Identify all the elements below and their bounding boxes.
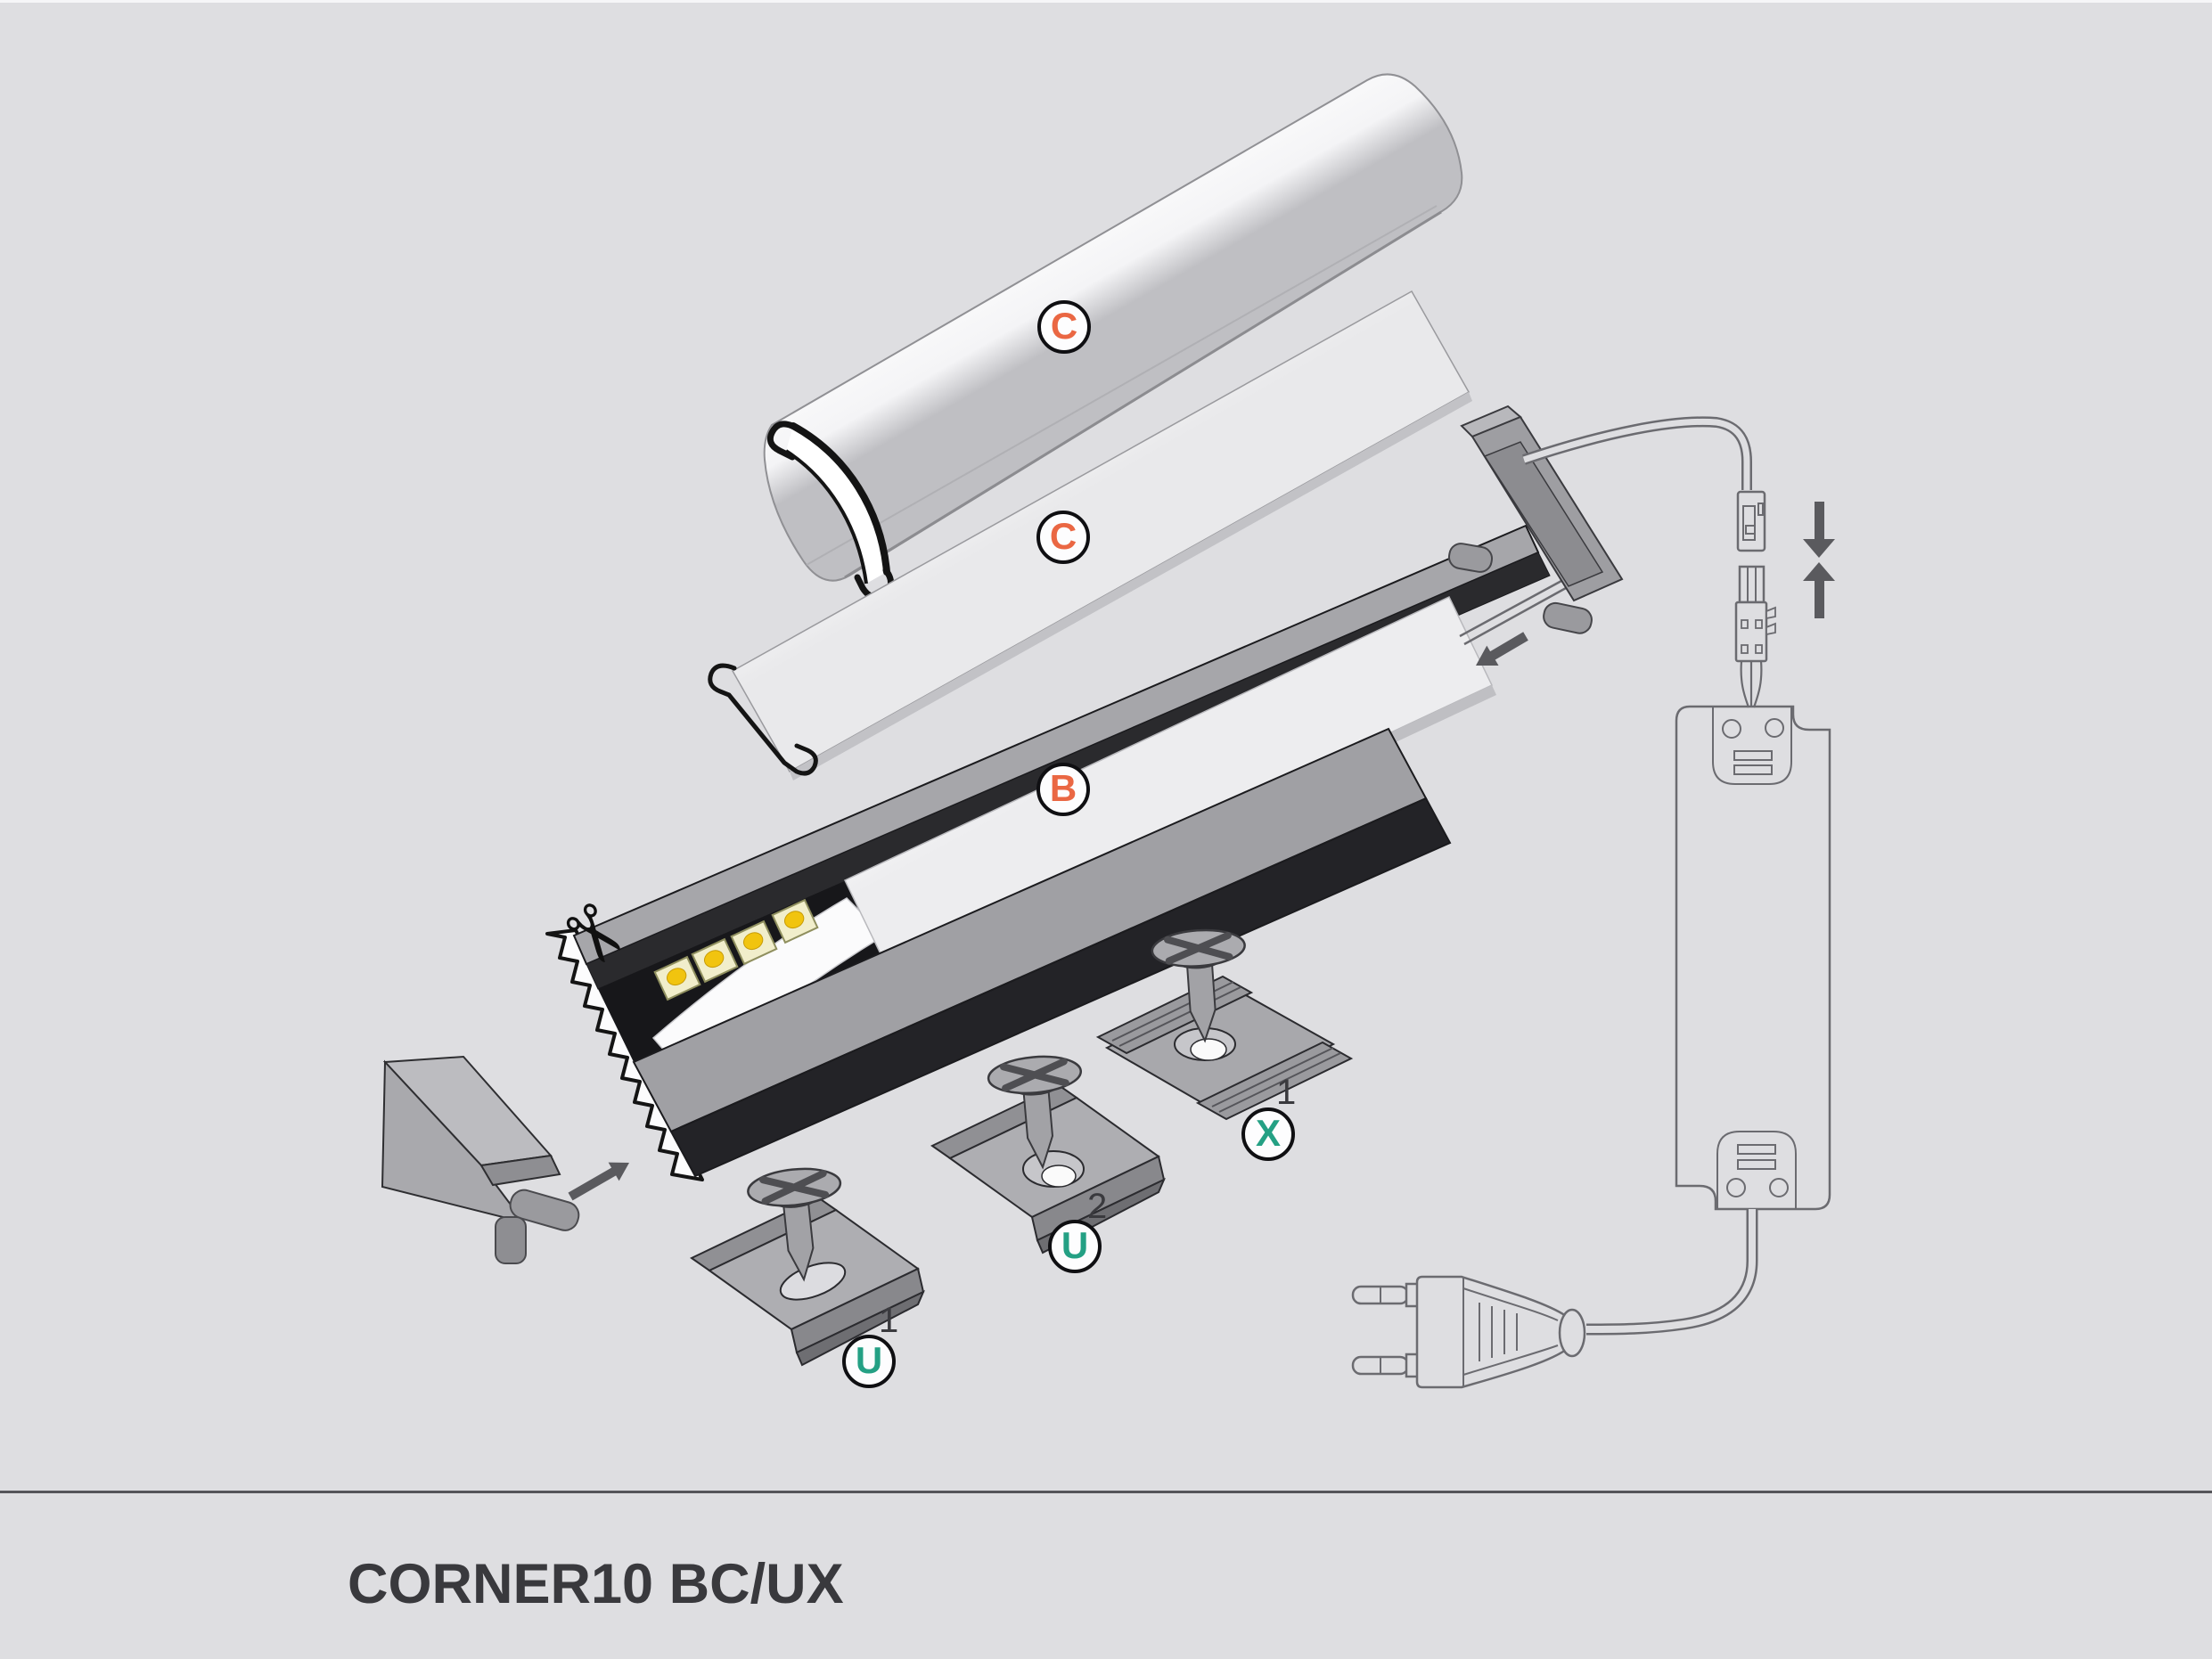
power-plug [1351,1275,1586,1389]
label-badge-clip-u2: U [1048,1220,1102,1273]
mains-cable [1585,1209,1758,1336]
driver-terminal-top [1712,707,1792,785]
badge-letter: U [1061,1224,1089,1266]
connect-arrows [1803,502,1835,618]
page-title: CORNER10 BC/UX [348,1553,844,1615]
plug-body [1415,1275,1576,1389]
mounting-clip-u2 [931,1053,1165,1254]
badge-letter: C [1050,305,1078,347]
flat-diffuser-cover [708,290,1472,780]
profile-front-face [669,797,1452,1178]
round-cover-cross-section [786,426,887,584]
badge-letter: X [1255,1112,1281,1154]
driver-terminal-bottom [1716,1131,1797,1209]
end-cap-pin [509,1189,580,1231]
plug-cable-grip [1558,1308,1586,1358]
strip-connector-male [1736,490,1766,552]
cap-pin [1543,601,1593,634]
led-chips [653,898,819,1001]
top-edge-highlight [0,0,2212,3]
label-badge-cover-round: C [1037,300,1091,354]
badge-letter: U [855,1339,883,1381]
label-badge-clip-x1: X [1241,1107,1295,1161]
label-badge-cover-flat: C [1036,511,1090,564]
label-badge-profile: B [1036,763,1090,816]
strip-connector-female [1734,565,1776,708]
flat-cover-cross-section [708,663,818,776]
mounting-clip-x1 [1095,928,1354,1121]
badge-superscript-x1: 1 [1276,1073,1297,1112]
badge-superscript-u1: 1 [879,1301,899,1340]
cap-pin [1447,543,1494,573]
led-driver [1675,705,1831,1211]
end-cap [381,1055,580,1264]
badge-superscript-u2: 2 [1087,1187,1108,1226]
led-profile-assembly: ✂ [540,524,1551,1181]
end-cap-with-cable [1447,405,1752,646]
mounting-clip-u1 [691,1165,924,1366]
footer-divider [0,1491,2212,1493]
badge-letter: C [1049,515,1077,557]
badge-letter: B [1049,767,1077,809]
cap-insert-arrow [1476,632,1528,666]
label-badge-clip-u1: U [842,1335,896,1388]
round-diffuser-cover [763,73,1463,601]
insert-arrow [568,1162,629,1201]
